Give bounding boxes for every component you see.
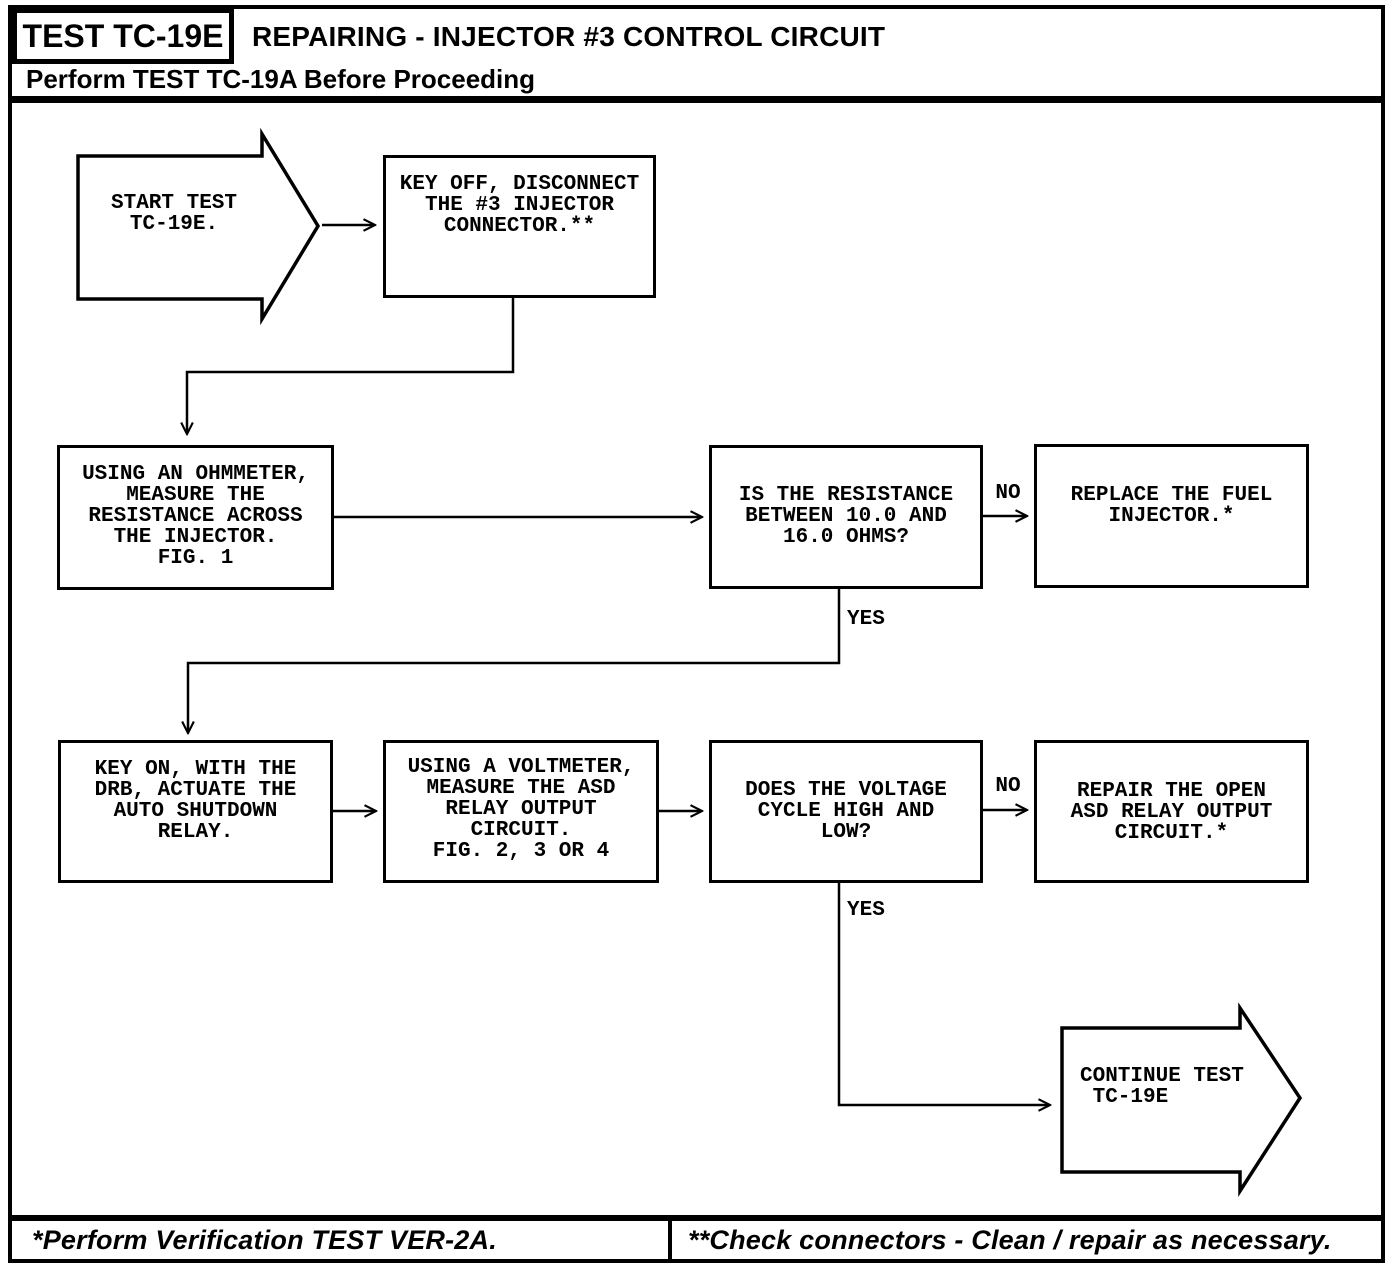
footer-note-verification: *Perform Verification TEST VER-2A. [32, 1224, 497, 1255]
page-title: REPAIRING - INJECTOR #3 CONTROL CIRCUIT [252, 21, 886, 52]
edge-label-resistance-no: NO [995, 482, 1021, 505]
edge-label-voltage-no: NO [995, 775, 1021, 798]
decision-box-resistance: IS THE RESISTANCE BETWEEN 10.0 AND 16.0 … [709, 445, 983, 589]
action-box-repair-asd: REPAIR THE OPEN ASD RELAY OUTPUT CIRCUIT… [1034, 740, 1309, 883]
decision-box-voltage: DOES THE VOLTAGE CYCLE HIGH AND LOW? [709, 740, 983, 883]
edge-label-voltage-yes: YES [847, 899, 885, 922]
edge-label-resistance-yes: YES [847, 608, 885, 631]
process-box-voltmeter: USING A VOLTMETER, MEASURE THE ASD RELAY… [383, 740, 659, 883]
page-subtitle: Perform TEST TC-19A Before Proceeding [26, 63, 536, 94]
header-divider [8, 96, 1385, 103]
process-box-ohmmeter: USING AN OHMMETER, MEASURE THE RESISTANC… [57, 445, 334, 590]
start-node-text: START TEST TC-19E. [110, 192, 238, 236]
action-box-replace-injector: REPLACE THE FUEL INJECTOR.* [1034, 444, 1309, 588]
process-box-key-off: KEY OFF, DISCONNECT THE #3 INJECTOR CONN… [383, 155, 656, 298]
footer-cell-connectors: **Check connectors - Clean / repair as n… [672, 1221, 1381, 1259]
footer-note-connectors: **Check connectors - Clean / repair as n… [688, 1224, 1332, 1255]
footer: *Perform Verification TEST VER-2A. **Che… [8, 1215, 1385, 1263]
test-id-label: TEST TC-19E [22, 17, 224, 54]
footer-cell-verification: *Perform Verification TEST VER-2A. [12, 1221, 672, 1259]
test-id-box: TEST TC-19E [12, 8, 234, 64]
process-box-key-on: KEY ON, WITH THE DRB, ACTUATE THE AUTO S… [58, 740, 333, 883]
continue-node-text: CONTINUE TEST TC-19E [1080, 1065, 1244, 1109]
